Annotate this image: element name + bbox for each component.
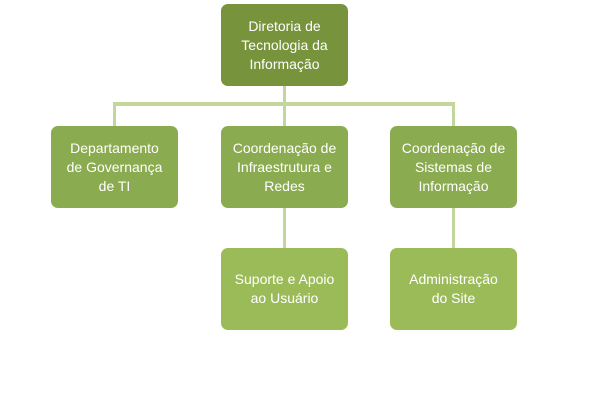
- connector-sistemas-to-site: [452, 208, 455, 248]
- connector-to-sistemas: [452, 102, 455, 126]
- node-coordenacao-infraestrutura: Coordenação de Infraestrutura e Redes: [221, 126, 348, 208]
- connector-to-governanca: [113, 102, 116, 126]
- node-diretoria: Diretoria de Tecnologia da Informação: [221, 4, 348, 86]
- connector-to-infraestrutura: [283, 102, 286, 126]
- connector-root-stem: [283, 86, 286, 104]
- node-administracao-site: Administração do Site: [390, 248, 517, 330]
- connector-infraestrutura-to-suporte: [283, 208, 286, 248]
- node-departamento-governanca: Departamento de Governança de TI: [51, 126, 178, 208]
- node-suporte-apoio: Suporte e Apoio ao Usuário: [221, 248, 348, 330]
- node-coordenacao-sistemas: Coordenação de Sistemas de Informação: [390, 126, 517, 208]
